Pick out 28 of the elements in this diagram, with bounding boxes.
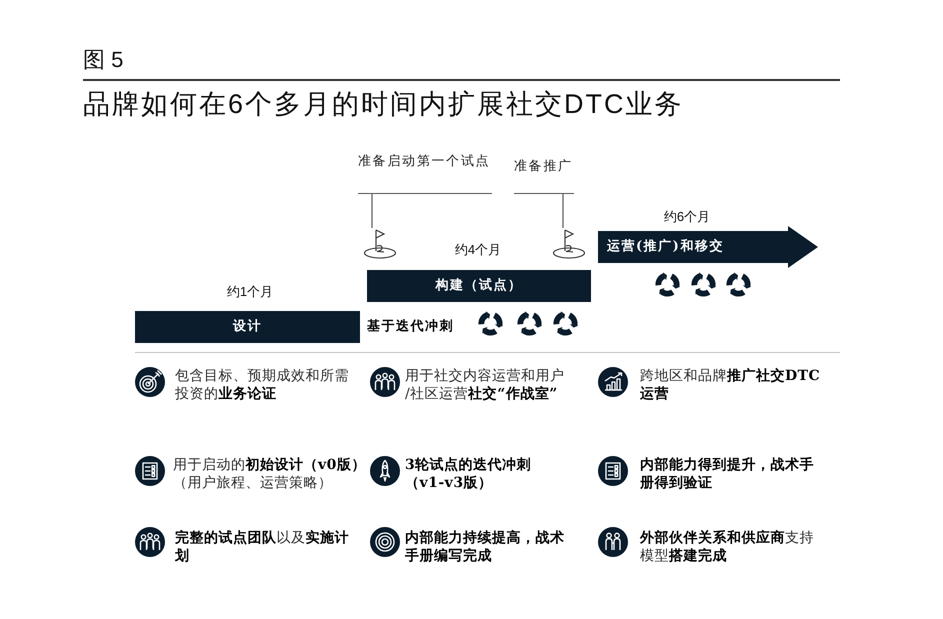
duration-label: 约6个月 [664,208,710,226]
description-text: 完整的试点团队以及实施计划 [175,529,350,565]
milestone-label: 准备推广 [514,159,573,175]
description-text: 3轮试点的迭代冲刺（v1-v3版） [405,456,532,492]
description-text: 包含目标、预期成效和所需投资的业务论证 [175,367,350,403]
flag-icon [363,228,397,259]
description-text: 内部能力得到提升，战术手册得到验证 [640,456,815,492]
duration-label: 约4个月 [454,241,502,259]
description-text: 内部能力持续提高，战术手册编写完成 [405,529,566,565]
phase-arrow [598,226,818,268]
description-text: 用于启动的初始设计（v0版）（用户旅程、运营策略） [173,456,367,492]
description-text: 跨地区和品牌推广社交DTC运营 [640,367,822,403]
figure-number: 图 5 [83,47,124,73]
description-text: 用于社交内容运营和用户/社区运营社交“作战室” [405,367,566,403]
description-text: 外部伙伴关系和供应商支持模型搭建完成 [640,529,815,565]
phase-label: 构建（试点） [436,277,522,295]
phase-label: 设计 [233,318,262,336]
milestone-label: 准备启动第一个试点 [358,154,490,170]
diagram-title: 品牌如何在6个多月的时间内扩展社交DTC业务 [83,88,684,121]
duration-label: 约1个月 [226,283,274,301]
phase-bar [367,270,591,302]
phase-bar [135,311,360,343]
milestone-bracket [514,159,574,194]
milestone-bracket [358,154,492,194]
leader-line [562,194,564,228]
phase-label: 运营(推广)和移交 [607,238,724,256]
sprint-note: 基于迭代冲刺 [367,318,454,336]
flag-icon [552,228,586,259]
